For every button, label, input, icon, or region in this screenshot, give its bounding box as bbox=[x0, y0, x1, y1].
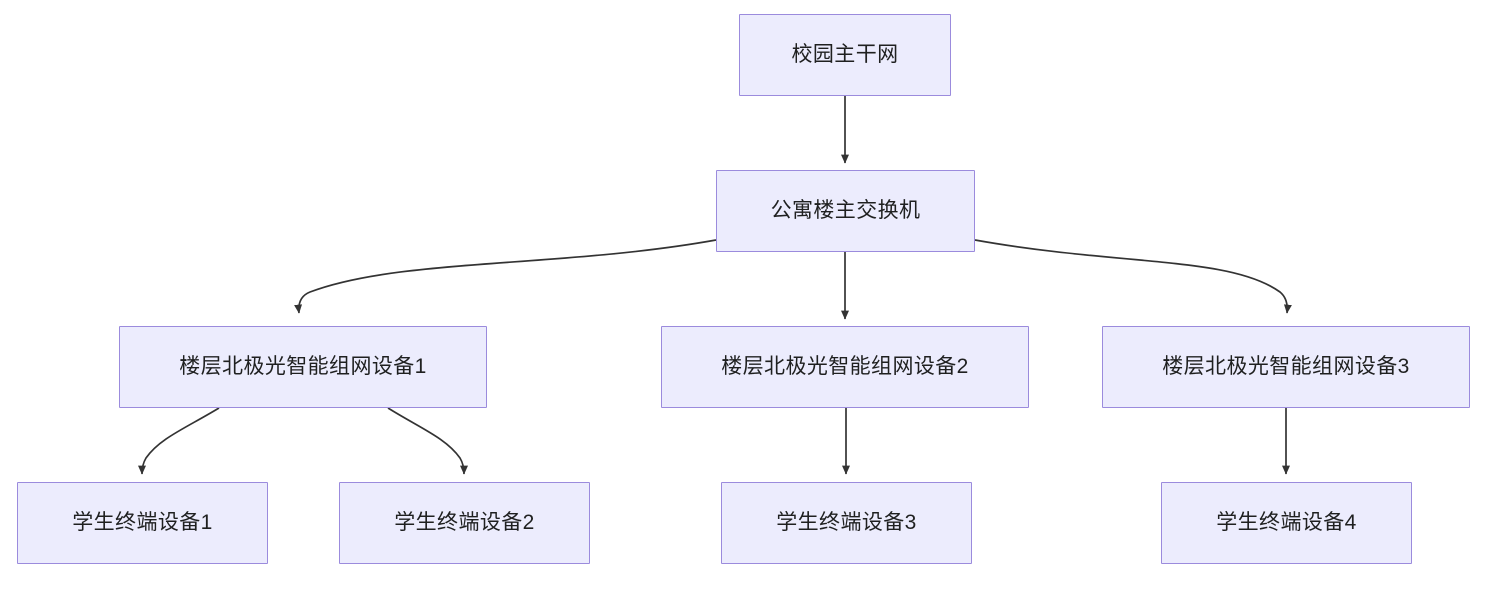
edge-switch-device3 bbox=[974, 239, 1292, 314]
flow-node-label: 学生终端设备1 bbox=[72, 511, 213, 535]
flow-node-floor-device-3[interactable]: 楼层北极光智能组网设备3 bbox=[1102, 326, 1470, 408]
edge-device1-terminal2 bbox=[387, 407, 468, 475]
flow-node-student-terminal-2[interactable]: 学生终端设备2 bbox=[339, 482, 590, 564]
flow-node-label: 公寓楼主交换机 bbox=[770, 199, 921, 223]
flow-node-student-terminal-3[interactable]: 学生终端设备3 bbox=[721, 482, 972, 564]
flow-node-label: 校园主干网 bbox=[791, 43, 899, 67]
flow-node-student-terminal-4[interactable]: 学生终端设备4 bbox=[1161, 482, 1412, 564]
flow-node-label: 学生终端设备4 bbox=[1216, 511, 1357, 535]
flow-node-main-switch[interactable]: 公寓楼主交换机 bbox=[716, 170, 975, 252]
flow-node-label: 楼层北极光智能组网设备2 bbox=[721, 355, 969, 379]
edge-switch-device1 bbox=[294, 239, 717, 314]
flow-node-label: 楼层北极光智能组网设备3 bbox=[1162, 355, 1410, 379]
flow-node-label: 学生终端设备2 bbox=[394, 511, 535, 535]
edge-device1-terminal1 bbox=[138, 407, 220, 475]
flow-node-backbone[interactable]: 校园主干网 bbox=[739, 14, 951, 96]
flow-node-label: 学生终端设备3 bbox=[776, 511, 917, 535]
flow-node-student-terminal-1[interactable]: 学生终端设备1 bbox=[17, 482, 268, 564]
flow-node-label: 楼层北极光智能组网设备1 bbox=[179, 355, 427, 379]
flow-node-floor-device-1[interactable]: 楼层北极光智能组网设备1 bbox=[119, 326, 487, 408]
edge-paths bbox=[138, 96, 1292, 475]
flow-node-floor-device-2[interactable]: 楼层北极光智能组网设备2 bbox=[661, 326, 1029, 408]
